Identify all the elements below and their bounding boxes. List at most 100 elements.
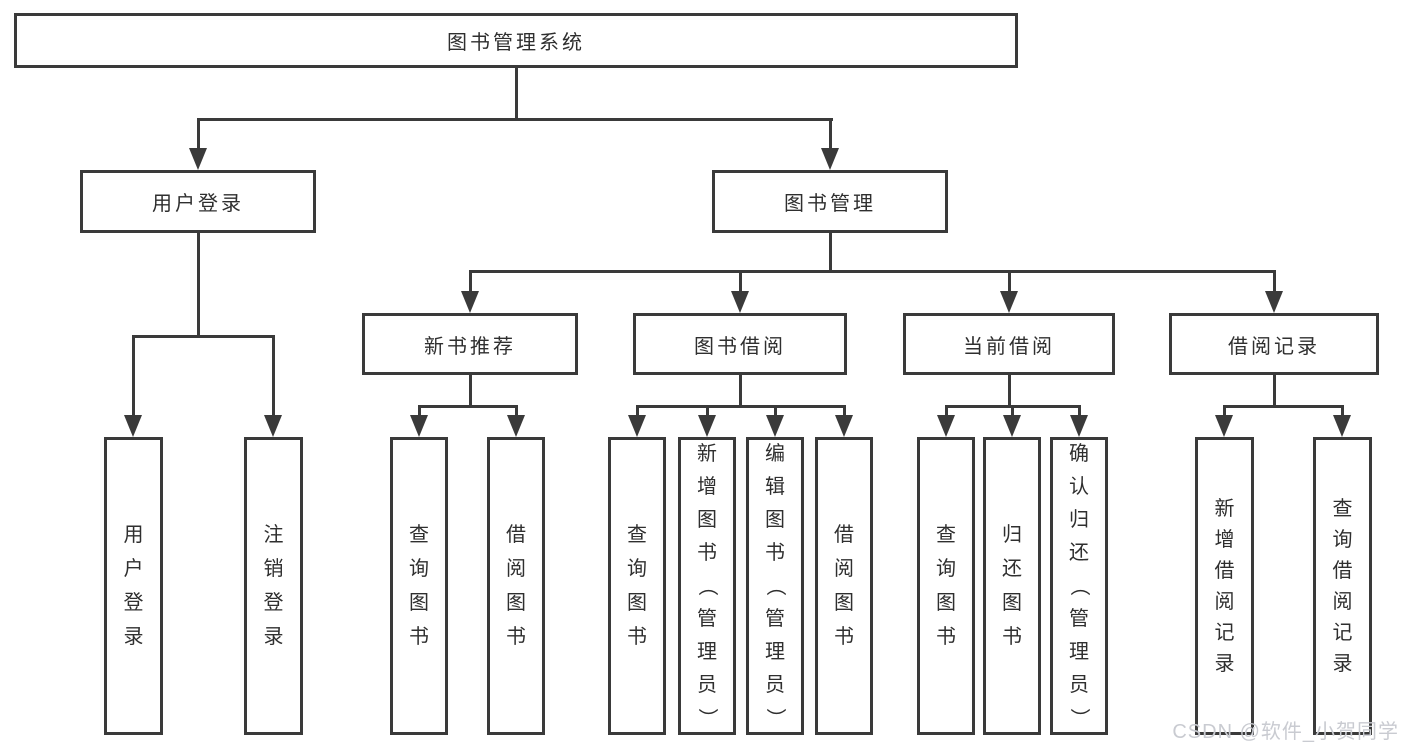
leaf-label-char: 询 (1332, 528, 1353, 551)
leaf-label-char: 图 (936, 592, 956, 614)
leaf-query-books-borrow: 查询图书 (608, 437, 666, 735)
connector-vline (739, 270, 742, 295)
leaf-logout: 注销登录 (244, 437, 303, 735)
leaf-label-char: 理 (1069, 641, 1089, 663)
leaf-label-char: 户 (123, 558, 144, 580)
node-book-borrow: 图书借阅 (633, 313, 847, 375)
leaf-label-char: 询 (627, 558, 647, 580)
leaf-label-char: 员 (697, 674, 717, 696)
arrow-down-icon (461, 291, 479, 313)
connector-vline (272, 335, 275, 419)
leaf-label-char: 阅 (1214, 590, 1235, 613)
connector-vline (706, 405, 709, 419)
leaf-label-char: 确 (1069, 443, 1089, 465)
node-root-label: 图书管理系统 (447, 32, 585, 54)
connector-vline (1273, 375, 1276, 407)
arrow-down-icon (628, 415, 646, 437)
arrow-down-icon (1070, 415, 1088, 437)
connector-vline (469, 375, 472, 407)
connector-vline (1008, 375, 1011, 407)
leaf-label-char: 记 (1332, 621, 1353, 644)
leaf-label-char: 还 (1002, 558, 1022, 580)
connector-vline (1078, 405, 1081, 419)
connector-hline (636, 405, 846, 408)
node-new-book-recommend-label: 新书推荐 (424, 335, 516, 358)
connector-vline (1273, 270, 1276, 295)
connector-vline (1008, 270, 1011, 295)
leaf-label-char: 登 (263, 592, 284, 614)
leaf-label-char: 书 (834, 626, 854, 648)
arrow-down-icon (1215, 415, 1233, 437)
connector-vline (197, 118, 200, 152)
connector-vline (1341, 405, 1344, 419)
leaf-label-char: 归 (1002, 524, 1022, 546)
connector-vline (829, 233, 832, 272)
leaf-label-char: （ (696, 576, 718, 596)
leaf-label-char: 书 (1002, 626, 1022, 648)
leaf-label-char: 图 (765, 509, 785, 531)
arrow-down-icon (698, 415, 716, 437)
leaf-add-borrow-record: 新增借阅记录 (1195, 437, 1254, 735)
node-user-login-label: 用户登录 (152, 193, 244, 215)
leaf-label-char: 图 (697, 509, 717, 531)
connector-vline (774, 405, 777, 419)
leaf-label-char: 注 (263, 524, 284, 546)
node-book-management-label: 图书管理 (784, 193, 876, 215)
leaf-user-login: 用户登录 (104, 437, 163, 735)
leaf-label-char: 录 (1332, 652, 1353, 675)
arrow-down-icon (1333, 415, 1351, 437)
leaf-label-char: 借 (506, 524, 526, 546)
arrow-down-icon (264, 415, 282, 437)
connector-vline (945, 405, 948, 419)
arrow-down-icon (937, 415, 955, 437)
leaf-label-char: 图 (627, 592, 647, 614)
leaf-label-char: 图 (834, 592, 854, 614)
leaf-label-char: 询 (936, 558, 956, 580)
connector-vline (418, 405, 421, 419)
node-root: 图书管理系统 (14, 13, 1018, 68)
leaf-query-books-current: 查询图书 (917, 437, 975, 735)
connector-vline (829, 118, 832, 152)
connector-hline (197, 118, 833, 121)
node-book-borrow-label: 图书借阅 (694, 335, 786, 358)
connector-vline (469, 270, 472, 295)
leaf-label-char: 书 (765, 542, 785, 564)
leaf-edit-books-admin: 编辑图书（管理员） (746, 437, 804, 735)
leaf-label-char: 归 (1069, 509, 1089, 531)
leaf-label-char: 阅 (1332, 590, 1353, 613)
arrow-down-icon (731, 291, 749, 313)
connector-hline (469, 270, 1276, 273)
arrow-down-icon (410, 415, 428, 437)
node-current-borrow-label: 当前借阅 (963, 335, 1055, 358)
leaf-label-char: 登 (123, 592, 144, 614)
leaf-label-char: 新 (1214, 497, 1235, 520)
leaf-label-char: 认 (1069, 476, 1089, 498)
leaf-query-borrow-record: 查询借阅记录 (1313, 437, 1372, 735)
leaf-label-char: 借 (1332, 559, 1353, 582)
connector-hline (132, 335, 274, 338)
node-book-management: 图书管理 (712, 170, 948, 233)
leaf-confirm-return-admin: 确认归还（管理员） (1050, 437, 1108, 735)
node-borrow-records-label: 借阅记录 (1228, 335, 1320, 358)
connector-hline (1223, 405, 1344, 408)
leaf-label-char: 阅 (506, 558, 526, 580)
leaf-label-char: 查 (409, 524, 429, 546)
leaf-label-char: 书 (627, 626, 647, 648)
leaf-label-char: 用 (123, 524, 144, 546)
leaf-label-char: 书 (409, 626, 429, 648)
leaf-label-char: （ (1068, 576, 1090, 596)
leaf-label-char: 查 (936, 524, 956, 546)
leaf-label-char: （ (764, 576, 786, 596)
connector-hline (418, 405, 518, 408)
leaf-label-char: 理 (697, 641, 717, 663)
leaf-label-char: 销 (263, 558, 284, 580)
connector-vline (1223, 405, 1226, 419)
leaf-borrow-books: 借阅图书 (815, 437, 873, 735)
leaf-borrow-books-recommend: 借阅图书 (487, 437, 545, 735)
arrow-down-icon (766, 415, 784, 437)
connector-vline (636, 405, 639, 419)
leaf-label-char: 员 (1069, 674, 1089, 696)
node-new-book-recommend: 新书推荐 (362, 313, 578, 375)
leaf-label-char: 员 (765, 674, 785, 696)
